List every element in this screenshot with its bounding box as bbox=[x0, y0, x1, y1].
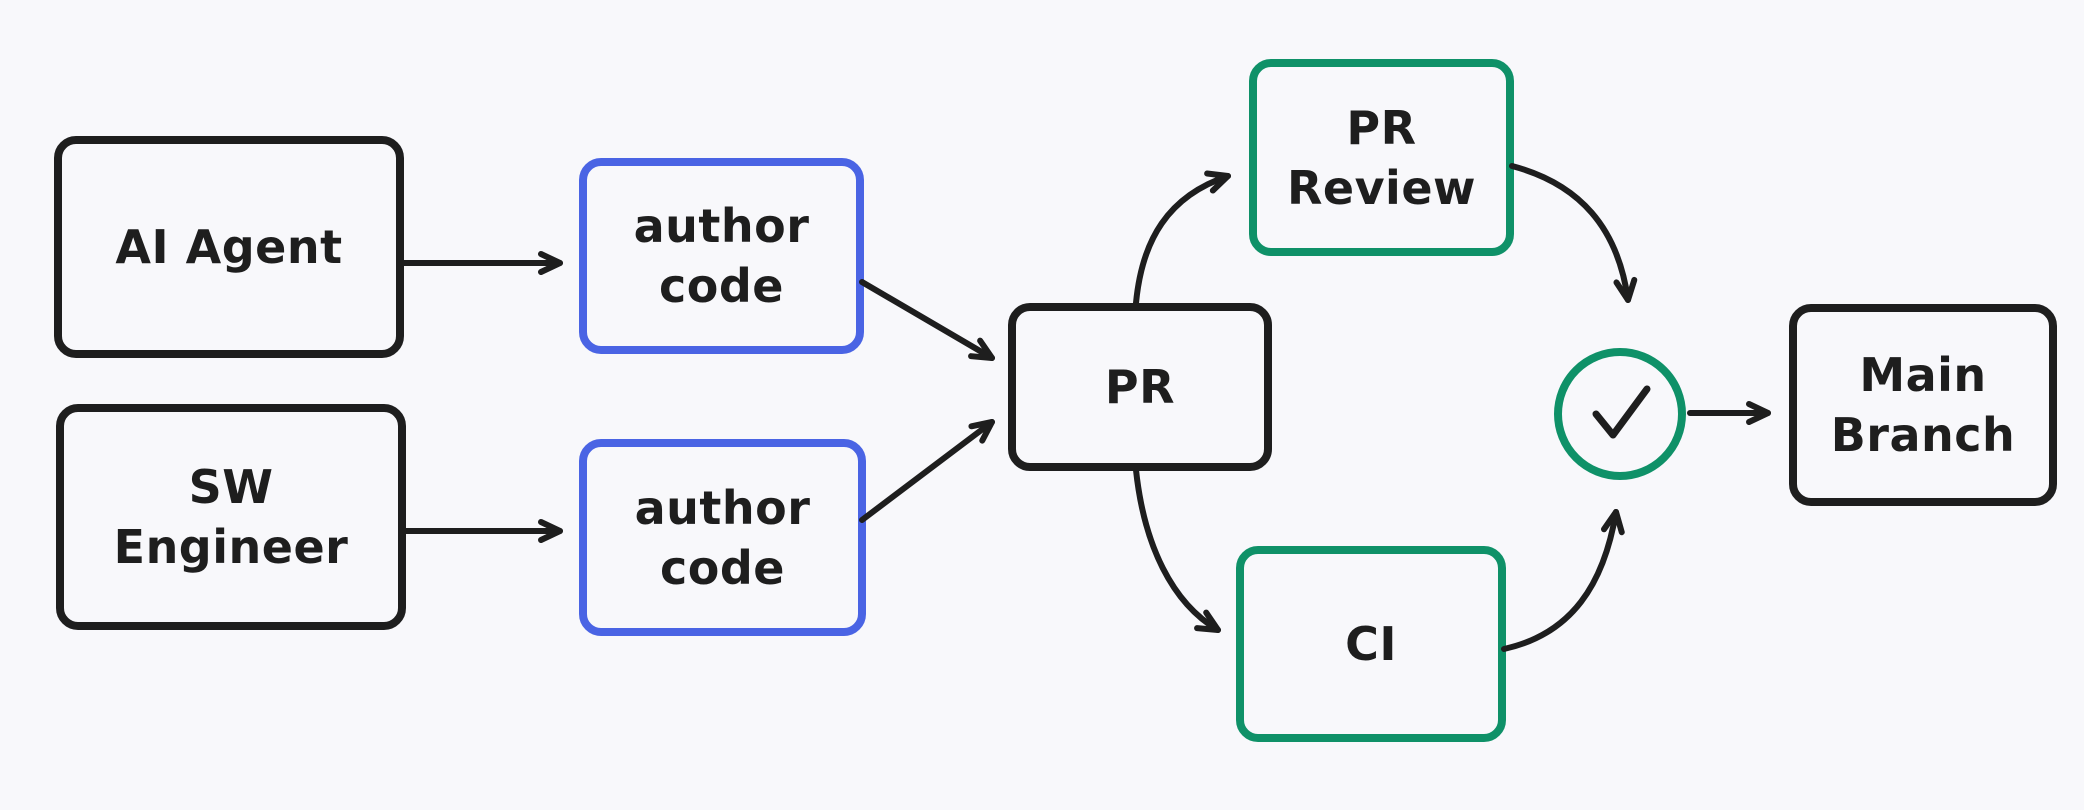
edge-pr-review-to-check bbox=[1509, 163, 1638, 303]
node-ci bbox=[1236, 546, 1506, 742]
edge-ci-to-check bbox=[1501, 509, 1625, 652]
edge-author-code-1-to-pr bbox=[859, 279, 995, 361]
node-ai-agent bbox=[54, 136, 404, 358]
node-author-code-2 bbox=[579, 439, 866, 636]
node-check-circle bbox=[1554, 348, 1686, 480]
checkmark-icon bbox=[1592, 385, 1651, 439]
edge-pr-to-pr-review bbox=[1133, 170, 1231, 306]
node-author-code-1 bbox=[579, 158, 864, 354]
node-pr bbox=[1008, 303, 1272, 471]
edge-author-code-2-to-pr bbox=[859, 419, 995, 523]
edge-pr-to-ci bbox=[1133, 467, 1221, 633]
node-sw-engineer bbox=[56, 404, 406, 630]
node-pr-review bbox=[1249, 59, 1514, 256]
node-main-branch bbox=[1789, 304, 2057, 506]
